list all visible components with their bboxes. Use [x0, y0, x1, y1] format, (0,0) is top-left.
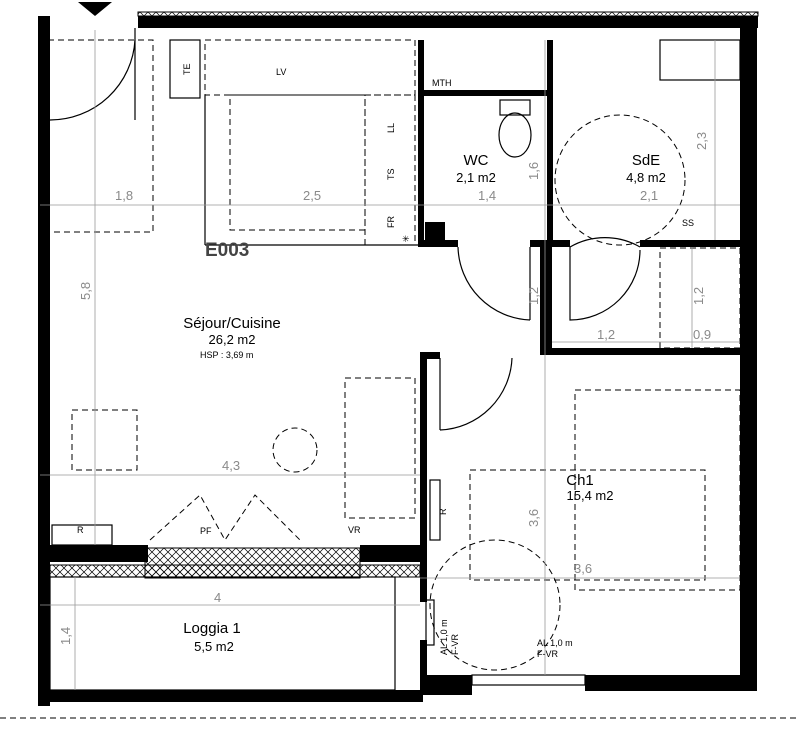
svg-text:15,4 m2: 15,4 m2: [567, 488, 614, 503]
fixture-labels: TE LV LL TS FR ✳ MTH SS R R PF VR AL 1,0…: [77, 63, 694, 659]
svg-text:LL: LL: [386, 123, 396, 133]
svg-text:AL 1,0 m: AL 1,0 m: [439, 619, 449, 655]
svg-text:VR: VR: [348, 525, 361, 535]
svg-text:F-VR: F-VR: [537, 649, 558, 659]
dimension-lines: [40, 30, 740, 690]
svg-text:TE: TE: [182, 63, 192, 75]
svg-text:R: R: [77, 525, 84, 535]
svg-text:4: 4: [214, 590, 221, 605]
svg-text:LV: LV: [276, 67, 286, 77]
svg-text:1,6: 1,6: [526, 162, 541, 180]
window-ch1-side: [425, 599, 435, 646]
svg-text:2,1 m2: 2,1 m2: [456, 170, 496, 185]
svg-text:5,8: 5,8: [78, 282, 93, 300]
walls: [38, 16, 758, 706]
entrance-arrow-icon: [78, 2, 112, 16]
furniture: [47, 39, 741, 671]
room-labels: Séjour/Cuisine 26,2 m2 HSP : 3,69 m WC 2…: [183, 152, 666, 654]
svg-text:Loggia 1: Loggia 1: [183, 620, 241, 637]
svg-text:TS: TS: [386, 168, 396, 180]
svg-text:1,2: 1,2: [597, 327, 615, 342]
svg-text:5,5 m2: 5,5 m2: [194, 639, 234, 654]
doors: [49, 28, 641, 431]
svg-text:1,2: 1,2: [691, 287, 706, 305]
svg-text:2,5: 2,5: [303, 188, 321, 203]
svg-text:1,4: 1,4: [478, 188, 496, 203]
svg-text:HSP : 3,69 m: HSP : 3,69 m: [200, 350, 253, 360]
svg-text:2,3: 2,3: [694, 132, 709, 150]
svg-text:MTH: MTH: [432, 78, 452, 88]
svg-text:SS: SS: [682, 218, 694, 228]
svg-text:WC: WC: [464, 152, 489, 169]
svg-text:1,2: 1,2: [526, 287, 541, 305]
svg-text:26,2 m2: 26,2 m2: [209, 332, 256, 347]
unit-id: E003: [205, 240, 249, 261]
svg-text:Ch1: Ch1: [566, 472, 594, 489]
loggia-outline: [49, 576, 396, 691]
svg-text:1,4: 1,4: [58, 627, 73, 645]
svg-text:4,3: 4,3: [222, 458, 240, 473]
svg-text:2,1: 2,1: [640, 188, 658, 203]
svg-text:3,6: 3,6: [526, 509, 541, 527]
svg-text:FR: FR: [386, 216, 396, 228]
svg-text:✳: ✳: [402, 234, 410, 244]
top-hatch: [137, 11, 759, 17]
svg-text:AL 1,0 m: AL 1,0 m: [537, 638, 573, 648]
svg-text:1,8: 1,8: [115, 188, 133, 203]
svg-text:R: R: [438, 508, 448, 515]
svg-text:4,8 m2: 4,8 m2: [626, 170, 666, 185]
svg-text:PF: PF: [200, 526, 212, 536]
window-ch1: [471, 674, 586, 686]
loggia-railing: [49, 564, 421, 578]
svg-text:3,6: 3,6: [574, 561, 592, 576]
svg-text:F-VR: F-VR: [450, 634, 460, 655]
dimension-labels: 1,8 2,5 1,4 2,1 5,8 4,3 1,6 2,3 1,2 1,2 …: [58, 132, 711, 645]
svg-text:SdE: SdE: [632, 152, 660, 169]
svg-text:0,9: 0,9: [693, 327, 711, 342]
svg-text:Séjour/Cuisine: Séjour/Cuisine: [183, 315, 281, 332]
